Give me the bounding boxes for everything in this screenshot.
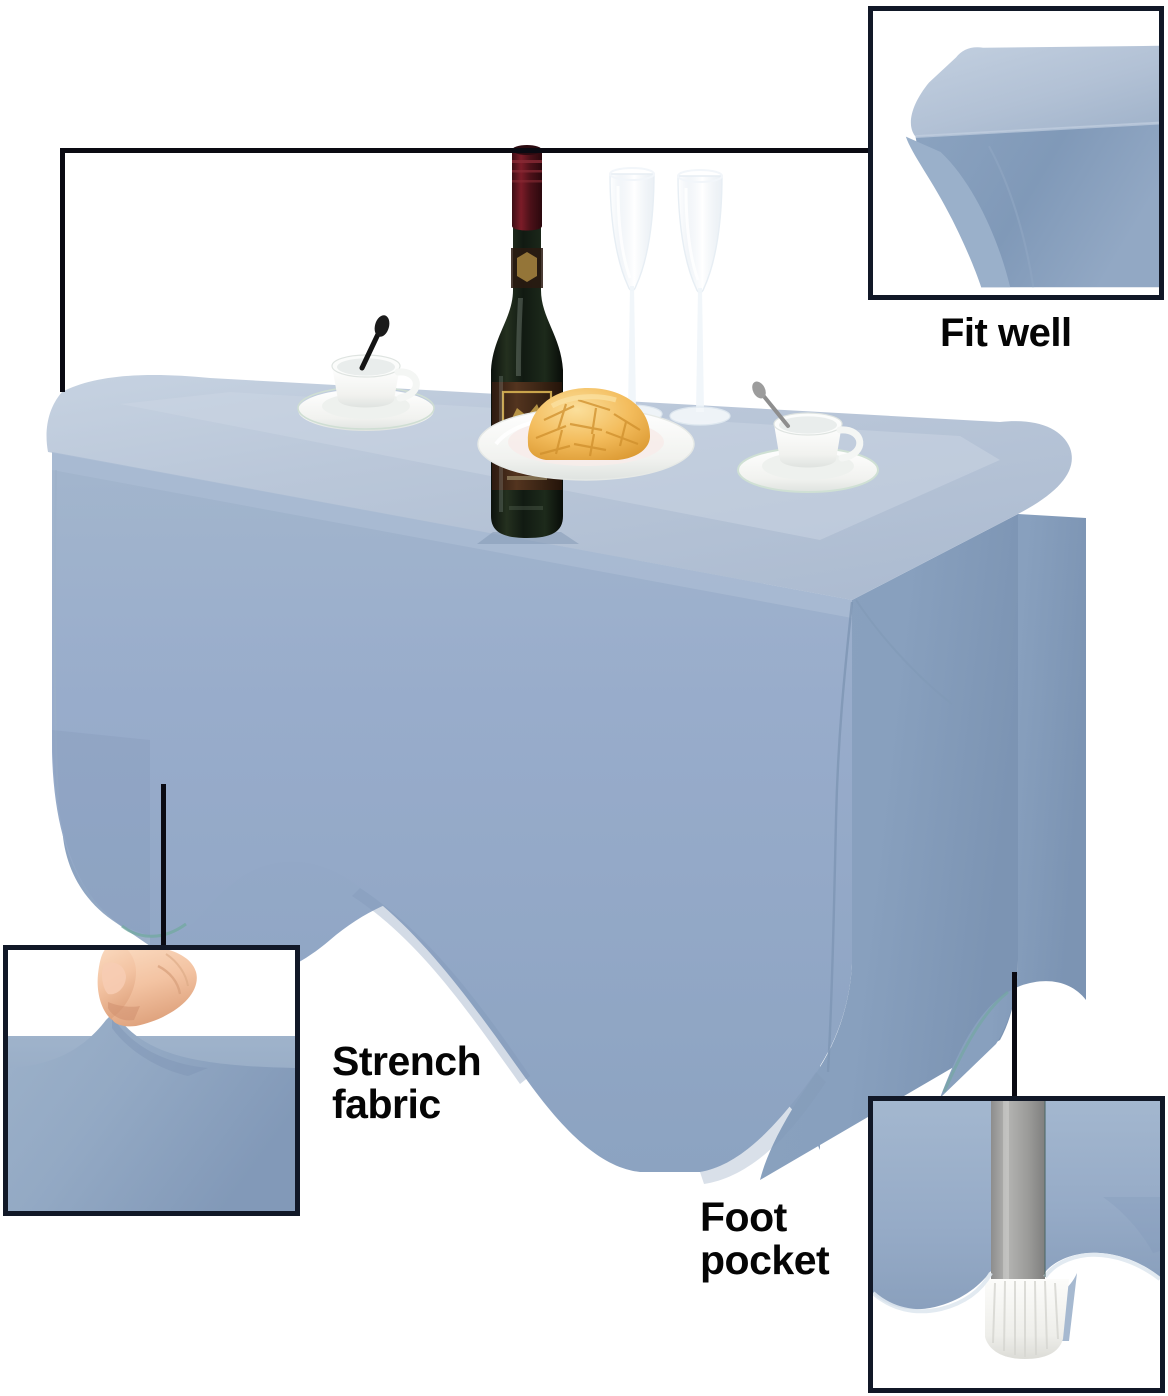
cloth-left-leg-shade <box>52 730 150 936</box>
foot-cap-ribs <box>992 1280 1059 1357</box>
bottle-shadow <box>477 532 579 544</box>
champagne-flute-left <box>601 167 663 424</box>
cloth-fold-shadow-1 <box>352 888 530 1084</box>
bread-crackle-pattern <box>535 398 641 457</box>
foot-pocket-crop-art <box>873 1101 1160 1388</box>
pinch-tip-shadow <box>108 1002 140 1021</box>
cloth-front-drape <box>52 452 852 1172</box>
thumb-knuckle-crease <box>157 964 182 995</box>
cup-interior <box>337 358 395 376</box>
table-leg <box>991 1101 1045 1287</box>
feature-label-fit-well: Fit well <box>940 311 1072 355</box>
cloth-right-side-panel <box>760 514 1018 1180</box>
neck-crest <box>517 252 537 282</box>
champagne-flute-right <box>669 169 731 426</box>
leader-line-fit-well-horizontal <box>60 148 872 153</box>
cloth-hem-piping-left <box>121 922 187 938</box>
flute-stem <box>696 288 704 412</box>
tablecloth-product-illustration <box>0 145 1120 1200</box>
label-footer-text <box>507 476 547 480</box>
teaspoon <box>359 327 383 371</box>
foil-band-3 <box>512 180 542 183</box>
cloth-fold-shade-right <box>1103 1197 1160 1253</box>
cup-handle <box>836 426 864 462</box>
coffee-cup-right <box>737 381 879 493</box>
cup-interior <box>779 416 837 434</box>
bread-plate <box>477 388 695 481</box>
callout-box-foot-pocket <box>868 1096 1165 1393</box>
flute-stem <box>628 286 636 410</box>
cloth-corner-seam <box>826 601 854 1073</box>
fit-well-edge-highlight <box>915 121 1159 139</box>
cloth-fold-shadow-2 <box>700 1072 826 1184</box>
foot-pocket-cloth-left <box>873 1101 991 1310</box>
foil-band-2 <box>512 170 542 173</box>
cloth-hem-piping-right <box>942 990 1009 1093</box>
leader-line-fit-well-vertical <box>60 148 65 392</box>
callout-box-fit-well <box>868 6 1164 300</box>
foot-cap <box>985 1279 1069 1359</box>
table-leg-sheen <box>1003 1101 1009 1287</box>
fit-well-tabletop <box>910 45 1159 137</box>
callout-box-strench-fabric <box>3 945 300 1216</box>
cloth-front-edge-highlight <box>52 452 852 618</box>
cloth-left-seam <box>53 469 59 801</box>
bottle-base-text <box>509 506 543 510</box>
fit-well-crop-art <box>873 11 1159 295</box>
thumb-crease-2 <box>165 953 189 987</box>
pocket-hem-edge-left <box>873 1272 993 1314</box>
feature-label-foot-pocket: Foot pocket <box>700 1194 830 1284</box>
spoon-bowl <box>374 315 390 337</box>
cloth-right-rear-leg <box>940 514 1086 1098</box>
foot-pocket-cloth-right <box>1043 1101 1160 1277</box>
spoon-bowl <box>752 381 766 399</box>
cloth-corner-seam-upper <box>855 599 953 705</box>
feature-label-strench-fabric: Strench fabric <box>332 1038 482 1128</box>
teaspoon <box>760 392 790 428</box>
stretch-crop-art <box>8 950 295 1211</box>
cup-body <box>332 366 400 408</box>
fit-well-seam <box>988 145 1035 288</box>
leader-line-strench-fabric <box>161 784 166 948</box>
flute-rim <box>609 167 655 181</box>
flute-rim <box>677 169 723 183</box>
fit-well-corner-ear <box>905 136 1011 288</box>
cup-handle <box>394 368 420 402</box>
bread-highlight <box>550 394 617 409</box>
fabric-peak-shadow <box>112 1016 208 1076</box>
flute-bowl-sheen <box>616 185 632 279</box>
flute-foot <box>669 406 731 426</box>
fabric-pulled-peak <box>8 1014 295 1211</box>
finger-nail <box>101 962 126 995</box>
bottle-highlight-neck <box>516 298 523 376</box>
foil-band-1 <box>512 160 542 163</box>
leader-line-foot-pocket <box>1012 972 1017 1099</box>
flute-bowl-sheen <box>684 187 700 281</box>
cup-body <box>774 424 842 468</box>
pocket-hem-edge-right <box>1043 1252 1160 1281</box>
coffee-cup-left <box>297 315 435 431</box>
